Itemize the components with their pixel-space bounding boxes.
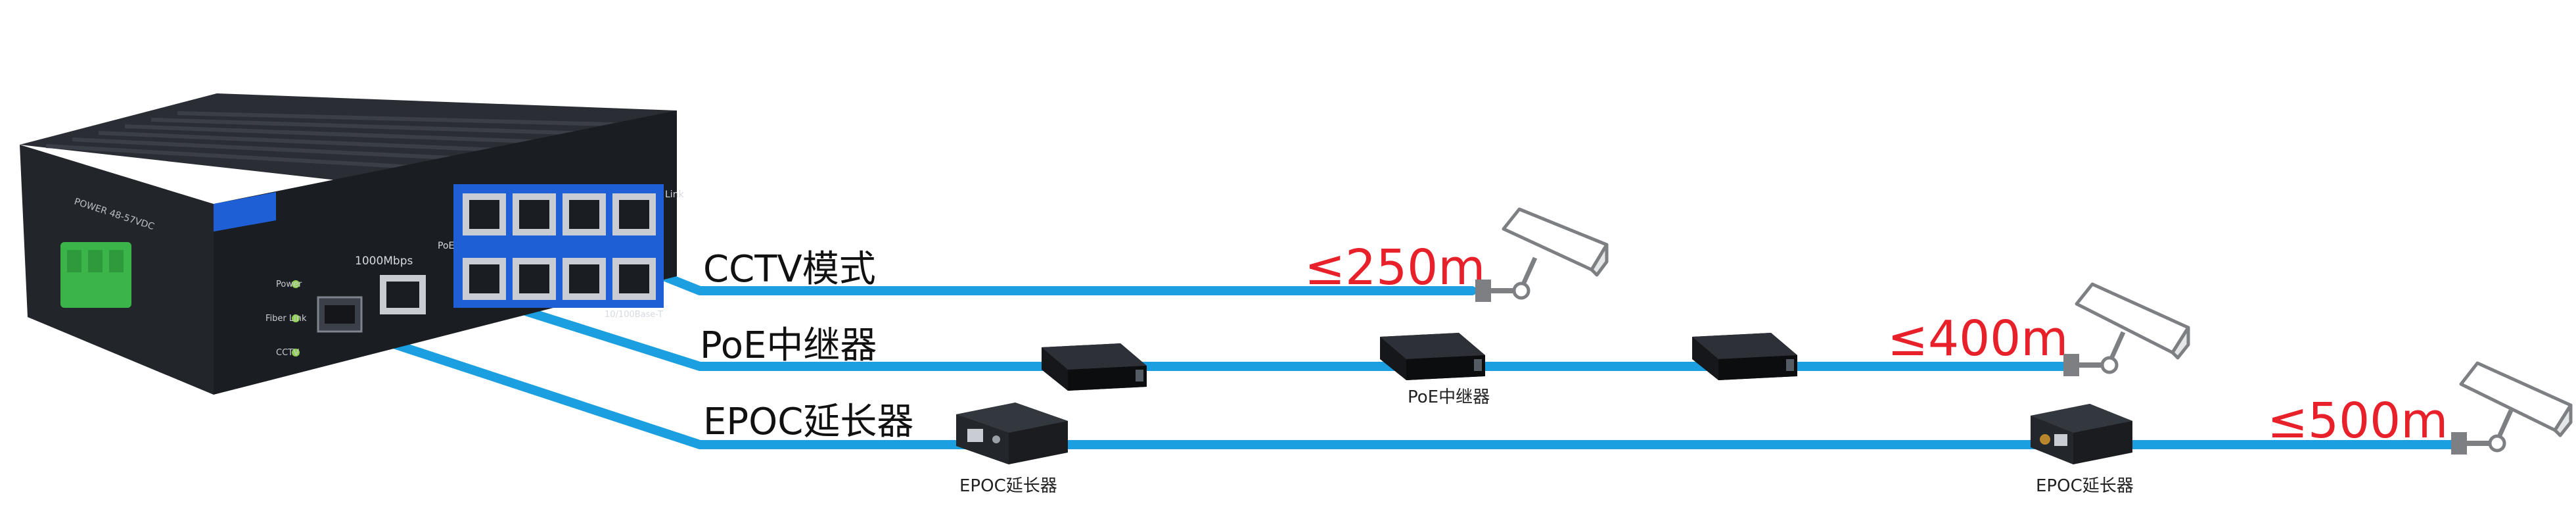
- led-fiber-label: Fiber Link: [265, 314, 307, 324]
- poe-label: PoE: [438, 241, 454, 251]
- distance-cctv: ≤250m: [1304, 239, 1485, 296]
- led-cctv-label: CCTV: [276, 348, 299, 358]
- line-label-epoc: EPOC延长器: [703, 401, 913, 443]
- cable-epoc: [383, 337, 2456, 449]
- switch-blue-accent: [214, 192, 276, 232]
- line-labels: CCTV模式 PoE中继器 EPOC延长器: [700, 248, 913, 443]
- poe-port-block: PoE Link 10/100Base-T: [438, 184, 685, 320]
- epoc-extender-icon: [956, 403, 1068, 464]
- epoc-extender-icon: [2031, 404, 2132, 464]
- led-power-label: Power: [276, 280, 302, 289]
- cctv-camera-icon: [2451, 361, 2573, 455]
- camera-epoc: [2451, 361, 2573, 455]
- poe-repeater-1: [1042, 343, 1147, 391]
- uplink-speed-label: 1000Mbps: [355, 255, 413, 268]
- cable-poe-repeater: [515, 305, 2068, 371]
- cctv-camera-icon: [2063, 282, 2190, 376]
- poe-switch: POWER 48-57VDC Power Fiber Link CCTV 100…: [20, 93, 685, 395]
- line-label-cctv: CCTV模式: [703, 248, 876, 291]
- poe-repeater-icon: [1380, 333, 1485, 380]
- port-speed-label: 10/100Base-T: [605, 310, 663, 320]
- distance-epoc: ≤500m: [2267, 393, 2448, 449]
- cctv-camera-icon: [1475, 207, 1609, 302]
- sfp-port-icon: [317, 296, 363, 333]
- epoc-caption-right: EPOC延长器: [2036, 476, 2134, 496]
- epoc-extender-right: EPOC延长器: [2031, 404, 2134, 496]
- epoc-extender-left: EPOC延长器: [956, 403, 1068, 496]
- power-terminal-block: [60, 242, 131, 308]
- uplink-rj45-port-icon: [380, 275, 426, 314]
- distance-poe-repeater: ≤400m: [1887, 310, 2068, 367]
- status-leds: Power Fiber Link CCTV: [265, 280, 307, 358]
- poe-repeater-3: [1692, 333, 1797, 380]
- line-label-poe-repeater: PoE中继器: [700, 324, 877, 367]
- camera-poe-repeater: [2063, 282, 2190, 376]
- distance-labels: ≤250m ≤400m ≤500m: [1304, 239, 2448, 449]
- link-label: Link: [665, 189, 685, 200]
- poe-repeater-2: PoE中继器: [1380, 333, 1490, 407]
- camera-cctv: [1475, 207, 1609, 302]
- epoc-caption-left: EPOC延长器: [959, 476, 1057, 496]
- poe-repeater-icon: [1042, 343, 1147, 391]
- poe-repeater-caption: PoE中继器: [1408, 387, 1490, 407]
- poe-repeater-icon: [1692, 333, 1797, 380]
